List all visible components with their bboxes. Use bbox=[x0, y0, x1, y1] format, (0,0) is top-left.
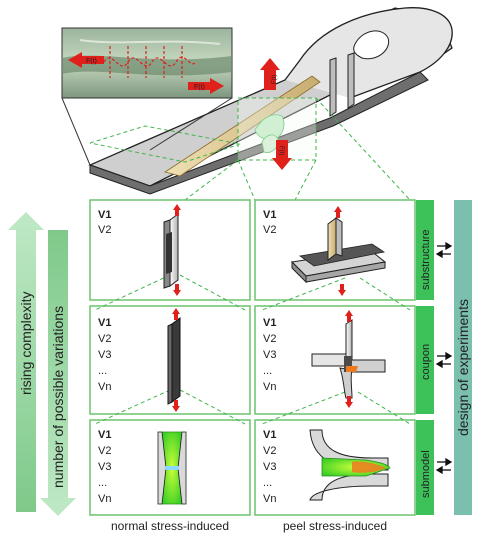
variant-v1: V1 bbox=[98, 317, 111, 329]
variant-v1: V1 bbox=[263, 429, 276, 441]
submodel-label: submodel bbox=[420, 450, 432, 498]
variant-ellipsis: ... bbox=[98, 477, 107, 489]
variations-arrow-shape bbox=[40, 230, 76, 516]
caption-peel: peel stress-induced bbox=[283, 519, 387, 533]
force-arrows-blade: F(t) F(t) bbox=[260, 58, 292, 170]
variant-v1: V1 bbox=[263, 317, 276, 329]
variant-vn: Vn bbox=[263, 381, 276, 393]
variations-label: number of possible variations bbox=[50, 306, 66, 488]
level-connectors bbox=[94, 274, 411, 425]
variants-normal-coupon: V1 V2 V3 ... Vn bbox=[98, 317, 111, 393]
variants-peel-substructure: V1 V2 bbox=[263, 209, 276, 236]
exchange-arrow-submodel bbox=[435, 457, 453, 475]
variants-peel-submodel: V1 V2 V3 ... Vn bbox=[263, 429, 276, 505]
adhesive-strip bbox=[164, 75, 321, 177]
variant-v2: V2 bbox=[98, 445, 111, 457]
force-arrow-up-small bbox=[172, 308, 180, 320]
experiments-bar: design of experiments bbox=[454, 200, 472, 515]
complexity-arrow-shape bbox=[8, 212, 44, 512]
exchange-arrows bbox=[435, 241, 453, 475]
variants-normal-substructure: V1 V2 bbox=[98, 209, 111, 236]
panel-peel-substructure bbox=[254, 199, 416, 301]
force-arrow-right bbox=[188, 78, 224, 94]
variants-normal-submodel: V1 V2 V3 ... Vn bbox=[98, 429, 111, 505]
specimen-peel-substructure bbox=[290, 206, 387, 296]
blade-callout-lines bbox=[89, 97, 411, 201]
specimen-normal-coupon bbox=[167, 308, 181, 412]
complexity-label: rising complexity bbox=[18, 292, 34, 395]
spar-web bbox=[329, 57, 337, 117]
exchange-arrow-coupon bbox=[435, 351, 453, 369]
force-arrow-down-small bbox=[172, 400, 180, 412]
variant-v2: V2 bbox=[263, 224, 276, 236]
variant-v3: V3 bbox=[98, 349, 111, 361]
force-arrow-up-small bbox=[345, 310, 353, 322]
submodel-tab bbox=[416, 420, 434, 515]
force-arrow-up-small bbox=[173, 204, 181, 216]
variant-v1: V1 bbox=[98, 209, 111, 221]
force-arrows-photo: F(t) F(t) bbox=[68, 52, 224, 94]
variations-arrow: number of possible variations bbox=[40, 230, 76, 516]
force-label: F(t) bbox=[86, 58, 97, 65]
caption-normal: normal stress-induced bbox=[111, 519, 229, 533]
force-arrow-left bbox=[68, 52, 104, 68]
blade-underside bbox=[89, 71, 429, 195]
airfoil-hole bbox=[353, 30, 390, 60]
experiments-label: design of experiments bbox=[455, 299, 471, 436]
variant-v3: V3 bbox=[263, 349, 276, 361]
force-label: F(t) bbox=[194, 84, 205, 91]
variant-vn: Vn bbox=[263, 493, 276, 505]
variant-v2: V2 bbox=[98, 333, 111, 345]
force-arrow-down-small bbox=[345, 396, 353, 408]
experiments-bar-shape bbox=[454, 200, 472, 515]
force-arrow-down-small bbox=[338, 284, 346, 296]
force-arrow-up bbox=[260, 58, 280, 90]
force-label: F(t) bbox=[272, 75, 278, 84]
force-arrow-up-small bbox=[334, 206, 342, 218]
variant-v2: V2 bbox=[263, 445, 276, 457]
level-tabs: substructure coupon submodel bbox=[416, 200, 434, 515]
force-arrow-down-small bbox=[173, 284, 181, 296]
substructure-label: substructure bbox=[420, 229, 432, 290]
specimen-normal-substructure bbox=[163, 204, 181, 296]
deformation-wave bbox=[109, 46, 183, 78]
bondline-zone bbox=[254, 114, 285, 141]
variant-v3: V3 bbox=[263, 461, 276, 473]
variant-ellipsis: ... bbox=[263, 477, 272, 489]
exchange-arrow-substructure bbox=[435, 241, 453, 259]
wing-blade-illustration bbox=[88, 7, 453, 195]
spar-web bbox=[347, 52, 355, 109]
variant-ellipsis: ... bbox=[98, 365, 107, 377]
force-arrow-down bbox=[272, 140, 292, 170]
specimen-peel-coupon bbox=[311, 310, 386, 408]
coupon-label: coupon bbox=[420, 344, 432, 380]
variant-v2: V2 bbox=[98, 224, 111, 236]
variants-peel-coupon: V1 V2 V3 ... Vn bbox=[263, 317, 276, 393]
variant-v2: V2 bbox=[263, 333, 276, 345]
variant-v1: V1 bbox=[263, 209, 276, 221]
coupon-tab bbox=[416, 306, 434, 414]
variant-v3: V3 bbox=[98, 461, 111, 473]
variant-vn: Vn bbox=[98, 493, 111, 505]
substructure-tab bbox=[416, 200, 434, 300]
force-label: F(t) bbox=[278, 146, 284, 155]
specimen-peel-submodel bbox=[309, 429, 391, 501]
complexity-arrow: rising complexity bbox=[8, 212, 44, 512]
variant-vn: Vn bbox=[98, 381, 111, 393]
variant-ellipsis: ... bbox=[263, 365, 272, 377]
variant-v1: V1 bbox=[98, 429, 111, 441]
specimen-normal-submodel bbox=[157, 431, 187, 505]
